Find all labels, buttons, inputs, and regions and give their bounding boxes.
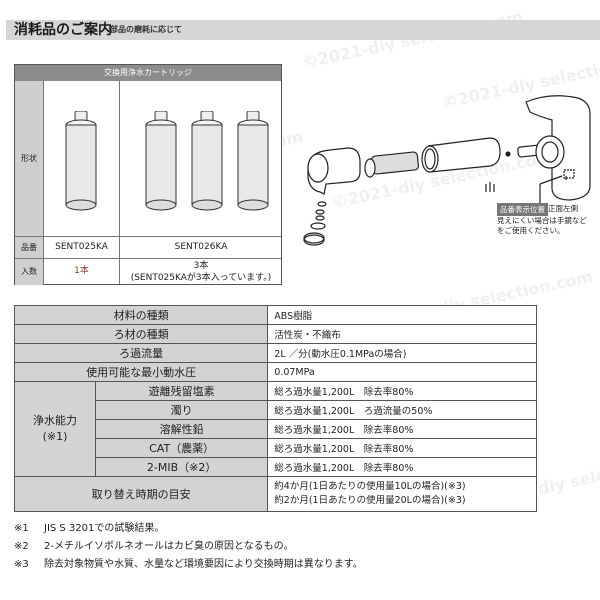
footnote-text: JIS S 3201での試験結果。	[44, 523, 165, 534]
capability-item-label: CAT（農薬）	[94, 438, 269, 458]
part-number-location-side: 正面左側	[548, 204, 578, 213]
cartridge-table-caption: 交換用浄水カートリッジ	[15, 65, 281, 81]
part-no-single: SENT025KA	[55, 241, 108, 252]
table-row: ろ過流量 2L ／分(動水圧0.1MPaの場合)	[13, 343, 537, 363]
spec-value: ABS樹脂	[267, 305, 537, 325]
capability-item-label: 遊離残留塩素	[94, 381, 269, 401]
capability-label: 浄水能力	[33, 414, 77, 427]
page-subtitle: 部品の磨耗に応じて	[110, 25, 182, 34]
capability-item-value: 総ろ過水量1,200L 除去率80%	[267, 438, 537, 458]
cartridge-table: 交換用浄水カートリッジ 形状 品番 入数 SENT025KA SENT026KA…	[14, 64, 282, 285]
quantity-triple: 3本	[193, 261, 209, 271]
capability-item-value: 総ろ過水量1,200L 除去率80%	[267, 381, 537, 401]
table-row: 溶解性鉛 総ろ過水量1,200L 除去率80%	[15, 419, 537, 439]
part-no-triple: SENT026KA	[174, 241, 228, 252]
cartridge-illustration	[145, 111, 177, 211]
faucet-exploded-diagram	[303, 95, 591, 246]
capability-item-value: 総ろ過水量1,200L 除去率80%	[267, 457, 537, 477]
footnote: ※1 JIS S 3201での試験結果。	[14, 520, 363, 538]
footnote-text: 除去対象物質や水質、水量など環境要因により交換時期は異なります。	[44, 559, 363, 570]
spec-label: ろ過流量	[13, 343, 269, 363]
footnote: ※3 除去対象物質や水質、水量など環境要因により交換時期は異なります。	[14, 556, 363, 574]
page-title: 消耗品のご案内	[14, 22, 112, 38]
spec-label: 材料の種類	[13, 305, 269, 325]
table-row: 取り替え時期の目安 約4か月(1日あたりの使用量10Lの場合)(※3) 約2か月…	[13, 476, 537, 512]
hint-line-2: をご使用ください。	[497, 226, 565, 235]
replacement-value-line: 約4か月(1日あたりの使用量10Lの場合)(※3)	[274, 481, 466, 492]
section-header: 消耗品のご案内 部品の磨耗に応じて	[6, 20, 600, 40]
spec-value: 活性炭・不織布	[267, 324, 537, 344]
replacement-value-cell: 約4か月(1日あたりの使用量10Lの場合)(※3) 約2か月(1日あたりの使用量…	[267, 476, 537, 512]
replacement-label: 取り替え時期の目安	[13, 476, 269, 512]
spec-value: 0.07MPa	[267, 362, 537, 382]
capability-item-label: 溶解性鉛	[94, 419, 269, 439]
part-number-location-hint: 見えにくい場合は手鏡など をご使用ください。	[497, 216, 597, 236]
row-label-part-no: 品番	[15, 236, 44, 258]
footnote-mark: ※1	[14, 523, 29, 534]
row-label-quantity: 入数	[15, 258, 44, 285]
table-row: 濁り 総ろ過水量1,200L ろ過流量の50%	[15, 400, 537, 420]
spec-label: 使用可能な最小動水圧	[13, 362, 269, 382]
quantity-triple-note: (SENT025KAが3本入っています。)	[130, 273, 272, 283]
spec-table: 材料の種類 ABS樹脂 ろ材の種類 活性炭・不織布 ろ過流量 2L ／分(動水圧…	[13, 305, 537, 512]
capability-item-value: 総ろ過水量1,200L ろ過流量の50%	[267, 400, 537, 420]
capability-item-label: 濁り	[94, 400, 269, 420]
quantity-triple-cell: 3本 (SENT025KAが3本入っています。)	[120, 258, 282, 285]
capability-item-label: 2-MIB（※2）	[94, 457, 269, 477]
table-row: 浄水能力 (※1) 遊離残留塩素 総ろ過水量1,200L 除去率80%	[14, 381, 537, 477]
row-label-shape: 形状	[15, 81, 44, 236]
cartridge-illustration	[237, 111, 269, 211]
cartridge-illustration-single	[65, 111, 97, 211]
spec-label: ろ材の種類	[13, 324, 269, 344]
footnote: ※2 2-メチルイソボルネオールはカビ臭の原因となるもの。	[14, 538, 363, 556]
footnote-text: 2-メチルイソボルネオールはカビ臭の原因となるもの。	[44, 541, 294, 552]
replacement-value-line: 約2か月(1日あたりの使用量20Lの場合)(※3)	[274, 495, 466, 506]
capability-label-note: (※1)	[42, 430, 68, 443]
capability-label-cell: 浄水能力 (※1)	[14, 381, 96, 477]
cartridge-illustration	[191, 111, 223, 211]
hint-line-1: 見えにくい場合は手鏡など	[497, 216, 587, 225]
table-row: 使用可能な最小動水圧 0.07MPa	[13, 362, 537, 382]
table-row: 2-MIB（※2） 総ろ過水量1,200L 除去率80%	[15, 457, 537, 477]
footnote-mark: ※2	[14, 541, 29, 552]
table-row: ろ材の種類 活性炭・不織布	[13, 324, 537, 344]
table-row: 材料の種類 ABS樹脂	[13, 305, 537, 325]
footnote-mark: ※3	[14, 559, 29, 570]
spec-value: 2L ／分(動水圧0.1MPaの場合)	[267, 343, 537, 363]
table-row: CAT（農薬） 総ろ過水量1,200L 除去率80%	[15, 438, 537, 458]
capability-item-value: 総ろ過水量1,200L 除去率80%	[267, 419, 537, 439]
footnotes: ※1 JIS S 3201での試験結果。 ※2 2-メチルイソボルネオールはカビ臭の…	[14, 520, 363, 574]
part-number-location-badge: 品番表示位置	[497, 203, 548, 216]
quantity-single: 1本	[74, 266, 89, 276]
